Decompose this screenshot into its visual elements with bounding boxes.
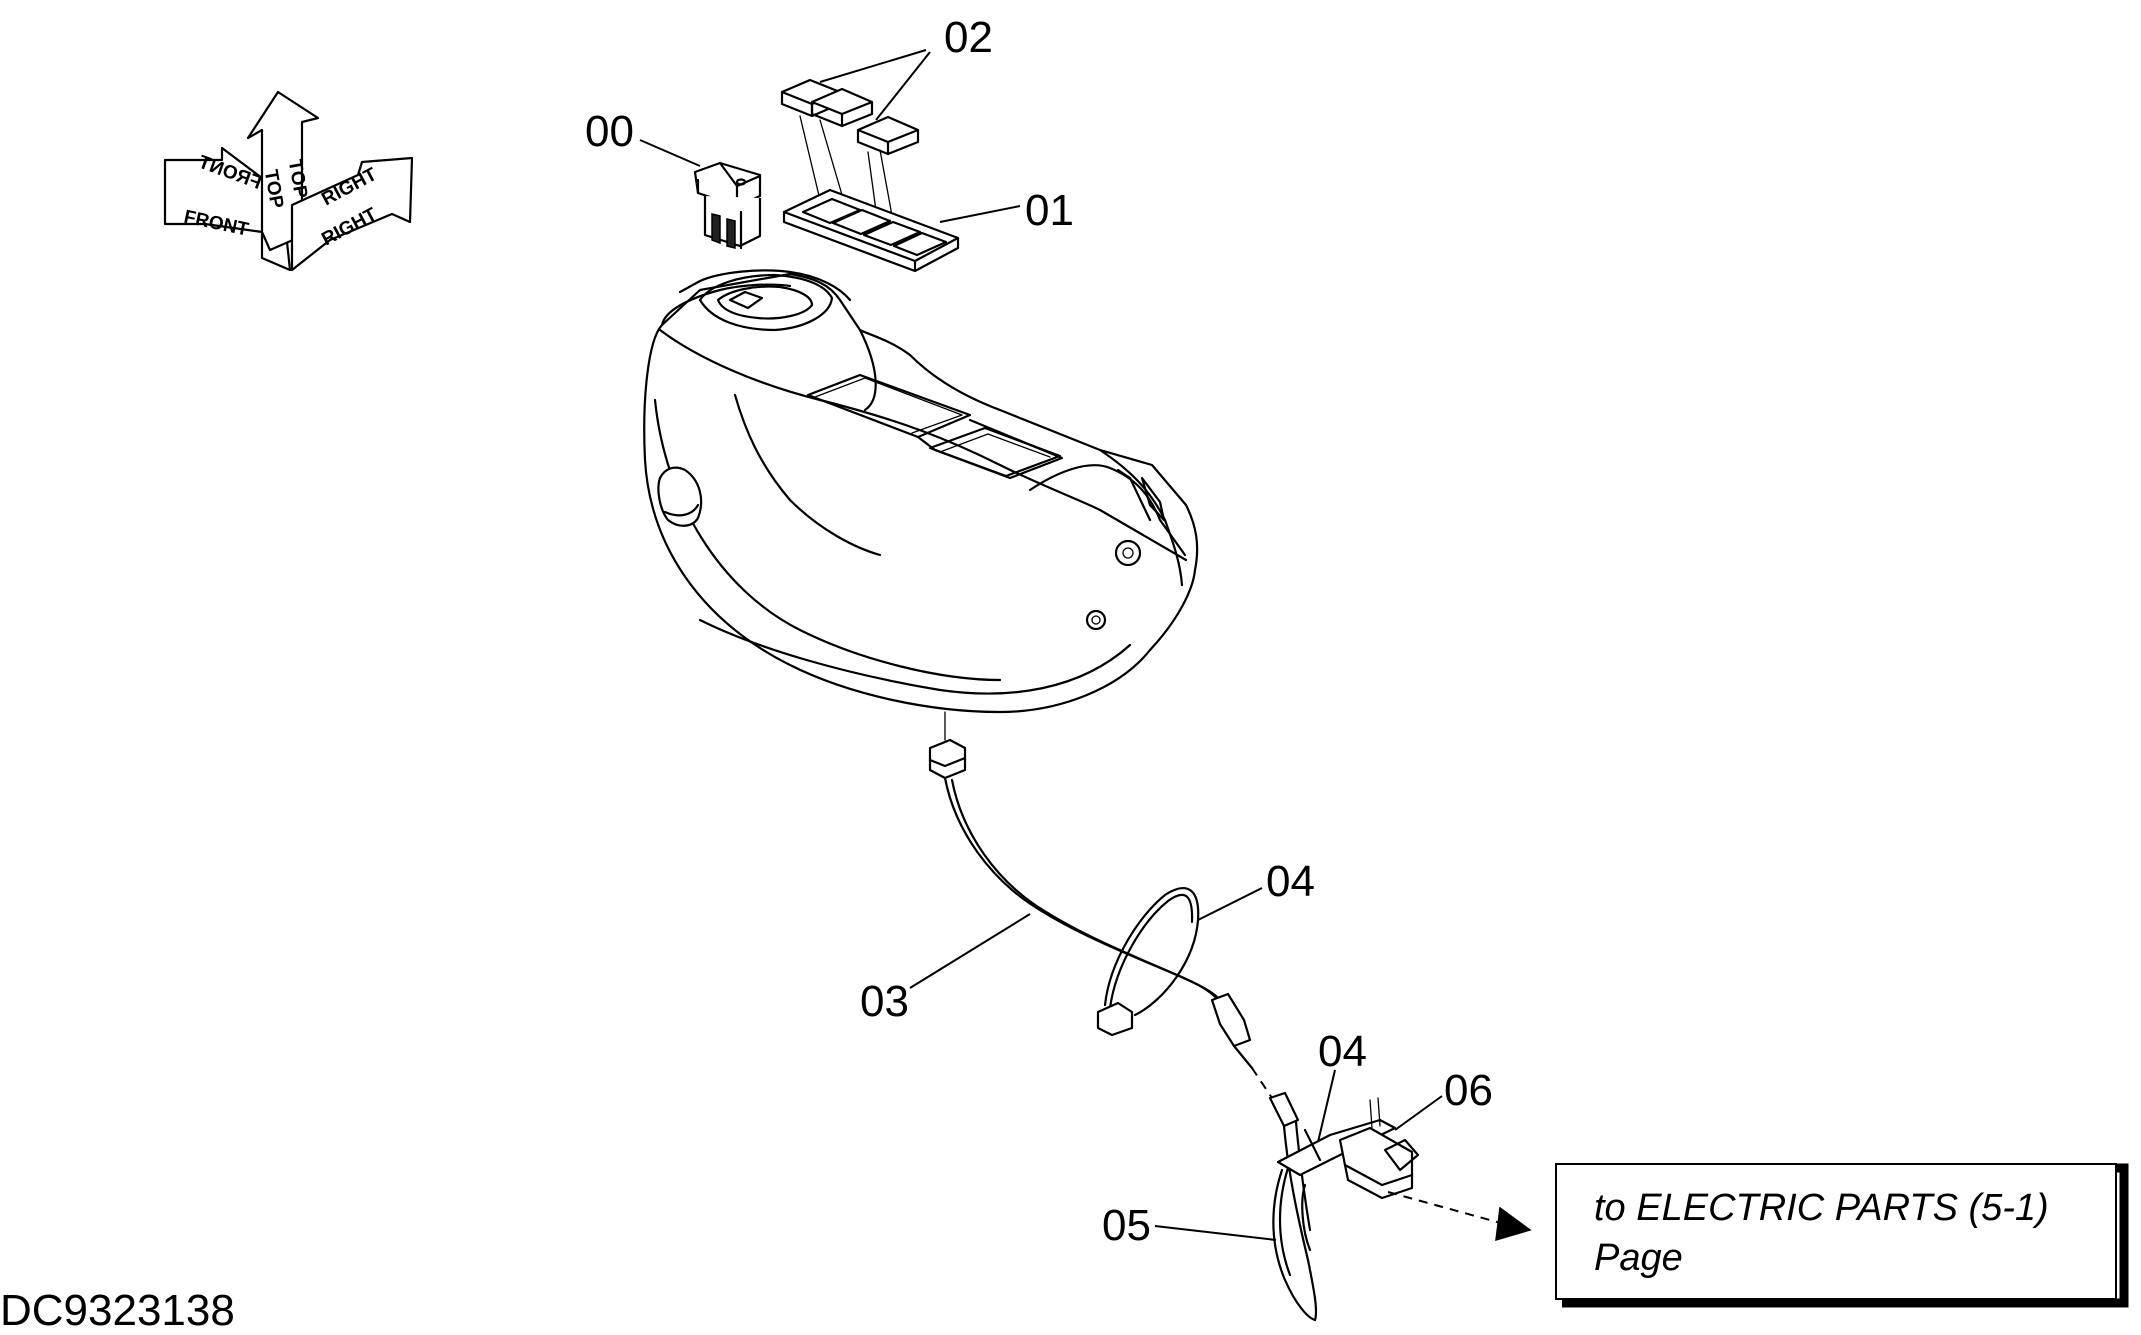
leader-00 [639, 139, 701, 167]
leader-lines [639, 49, 1443, 1241]
callout-00: 00 [585, 107, 634, 156]
part-01-bezel [782, 188, 960, 273]
part-06-bracket [1276, 1097, 1420, 1252]
console-body [643, 269, 1199, 714]
callout-05: 05 [1102, 1201, 1151, 1250]
callout-labels: 00 01 02 03 04 04 05 06 [585, 13, 1493, 1250]
part-05-wire [1268, 1091, 1318, 1322]
reference-pointer [1387, 1191, 1532, 1242]
leader-01 [939, 205, 1021, 223]
blank-cap-2 [810, 87, 874, 128]
leader-02b [875, 51, 931, 121]
reference-box: to ELECTRIC PARTS (5-1) Page [1555, 1163, 2129, 1308]
drawing-id: DC9323138 [0, 1286, 235, 1335]
reference-text-line1: to ELECTRIC PARTS (5-1) [1594, 1187, 2049, 1229]
part-00-switch [693, 161, 762, 250]
leader-05 [1154, 1225, 1277, 1241]
reference-text-line2: Page [1594, 1237, 1683, 1279]
leader-02a [819, 49, 927, 83]
callout-03: 03 [860, 977, 909, 1026]
leader-03 [909, 913, 1031, 989]
callout-04-lower: 04 [1318, 1027, 1367, 1076]
part-03-harness [928, 711, 1273, 1099]
leader-06 [1394, 1095, 1443, 1131]
callout-02: 02 [944, 13, 993, 62]
part-02-blank-caps [780, 78, 920, 241]
callout-06: 06 [1444, 1066, 1493, 1115]
leader-04b [1317, 1069, 1336, 1143]
blank-cap-3 [856, 115, 920, 156]
callout-01: 01 [1025, 186, 1074, 235]
leader-04a [1197, 887, 1263, 921]
callout-04-upper: 04 [1266, 857, 1315, 906]
orientation-indicator: FRONT FRONT TOP TOP RIGHT RIGHT [163, 90, 414, 272]
